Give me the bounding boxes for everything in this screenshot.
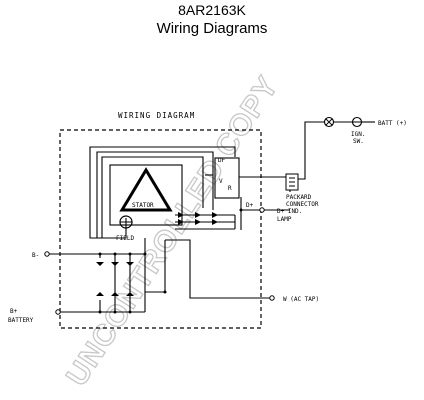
diagram-heading: WIRING DIAGRAM [118, 111, 195, 120]
stator-winding: STATOR [119, 167, 173, 212]
diode-group [96, 212, 218, 296]
indicator-lamp [323, 116, 335, 128]
packard-connector: PACKARD CONNECTOR [285, 173, 319, 208]
stator-label: STATOR [132, 202, 154, 209]
field-coil: FIELD [116, 215, 134, 242]
regulator-r-label: R [228, 185, 232, 192]
svg-text:PACKARD: PACKARD [286, 194, 312, 201]
d-plus-ind-label: D+ IND. [277, 208, 302, 215]
page-title: 8AR2163K [178, 2, 246, 18]
terminal-b-minus: B- [32, 251, 50, 259]
terminal-w-ac-tap: W (AC TAP) [269, 295, 319, 303]
df-label: DF [218, 157, 226, 164]
field-label: FIELD [116, 235, 134, 242]
regulator-v-label: V [219, 178, 223, 185]
svg-text:B-: B- [32, 252, 39, 259]
svg-text:D+: D+ [246, 202, 254, 209]
batt-plus-label: BATT (+) [378, 120, 407, 127]
page-subtitle: Wiring Diagrams [156, 20, 268, 37]
battery-label: BATTERY [8, 317, 34, 324]
alternator-housing [59, 129, 262, 329]
terminal-d-plus: D+ D+ IND. LAMP [246, 202, 302, 223]
ignition-switch: IGN. SW. [351, 116, 365, 145]
svg-text:CONNECTOR: CONNECTOR [286, 201, 319, 208]
lamp-label: LAMP [277, 216, 292, 223]
junction-dots [98, 208, 243, 314]
svg-text:B+: B+ [10, 308, 18, 315]
sw-label: SW. [353, 138, 364, 145]
ign-label: IGN. [351, 131, 365, 138]
terminal-b-plus: B+ BATTERY [8, 308, 61, 324]
svg-text:W (AC TAP): W (AC TAP) [283, 296, 319, 303]
